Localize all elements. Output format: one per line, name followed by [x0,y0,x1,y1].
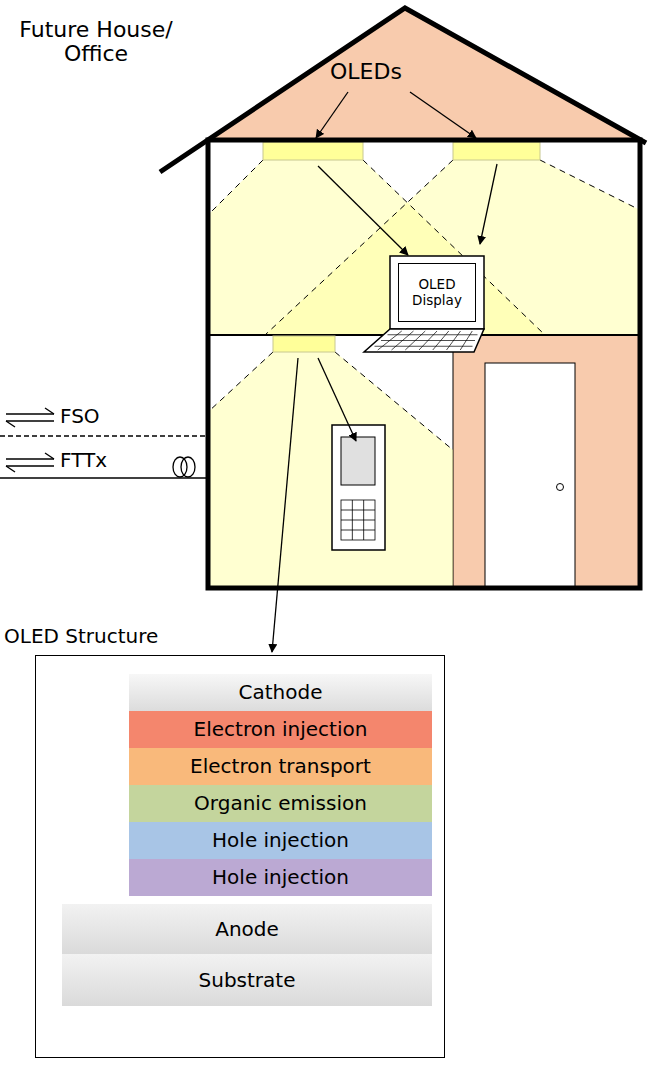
box-label: Anode [215,918,279,941]
keypad-row [341,520,375,521]
fso-arrow [6,420,54,421]
box-label: Hole injection [212,829,349,852]
box-label: Substrate [199,969,296,992]
cone-edge [208,352,273,412]
fttx-link [0,477,208,479]
key-column [447,331,461,350]
layer-band: Electron transport [129,748,432,785]
fso-arrow [45,408,54,414]
laptop-lid [390,256,484,329]
fttx-arrow [6,466,15,472]
box-label: Organic emission [194,792,367,815]
title-text: Future House/ Office [12,18,180,66]
keypad-frame [341,500,375,540]
key-row [388,334,478,335]
cathode-layer: Cathode [129,674,432,711]
fttx-arrow [45,453,54,459]
structure-panel: OLED StructureCathodeElectron injectionE… [35,655,445,1058]
callout-label: FSO [60,405,100,427]
anode-layer: Anode [62,904,432,954]
fso-link [0,435,208,436]
panel-heading: OLED Structure [4,625,158,648]
key-column [378,331,402,350]
box-label: OLED Display [399,277,475,308]
cone-edge [540,160,640,210]
light-arrow [480,164,497,244]
oled-lamp [453,142,540,160]
display-screen: OLED Display [398,263,476,322]
phone-body [332,425,385,550]
fso-arrow [6,413,54,414]
leader-arrow [316,92,348,138]
phone-screen [341,437,375,485]
cone-edge [208,160,263,215]
light-arrow [318,358,356,441]
roof-line [160,8,646,172]
key-column [392,331,414,350]
fso-arrow [6,421,15,427]
house-interior [208,140,640,588]
callout-label: OLEDs [330,60,402,84]
substrate-layer: Substrate [62,954,432,1006]
key-column [419,331,437,350]
keypad-column [363,500,364,540]
light-arrow [318,166,408,255]
box-label: Hole injection [212,866,349,889]
keypad-column [352,500,353,540]
keypad-row [341,510,375,511]
keypad-row [341,530,375,531]
key-column [460,331,472,350]
leader-arrow [410,92,476,138]
key-column [405,331,425,350]
laptop-base [364,329,484,352]
door [485,363,575,588]
light-cone [265,160,640,335]
house-wall [208,140,640,588]
layer-band: Organic emission [129,785,432,822]
phone-keypad [341,500,375,540]
door-knob [557,484,564,491]
laptop-keyboard [375,331,478,350]
structure-arrow [272,358,298,652]
oled-lamp [273,336,335,352]
box-label: Electron transport [190,755,371,778]
box-label: Electron injection [194,718,368,741]
fttx-arrow [6,465,54,466]
callout-label: FTTx [60,449,107,471]
door-wall [453,335,640,588]
layer-band: Electron injection [129,711,432,748]
fibre-coil [173,457,187,477]
roof [208,10,640,140]
light-cone [208,352,453,588]
key-row [375,346,473,347]
fibre-coil [181,457,195,477]
cone-edge [363,160,545,335]
layer-band: Hole injection [129,822,432,859]
box-label: Cathode [239,681,323,704]
key-column [433,331,449,350]
oled-lamp [263,142,363,160]
layer-band: Hole injection [129,859,432,896]
fttx-arrow [6,458,54,459]
